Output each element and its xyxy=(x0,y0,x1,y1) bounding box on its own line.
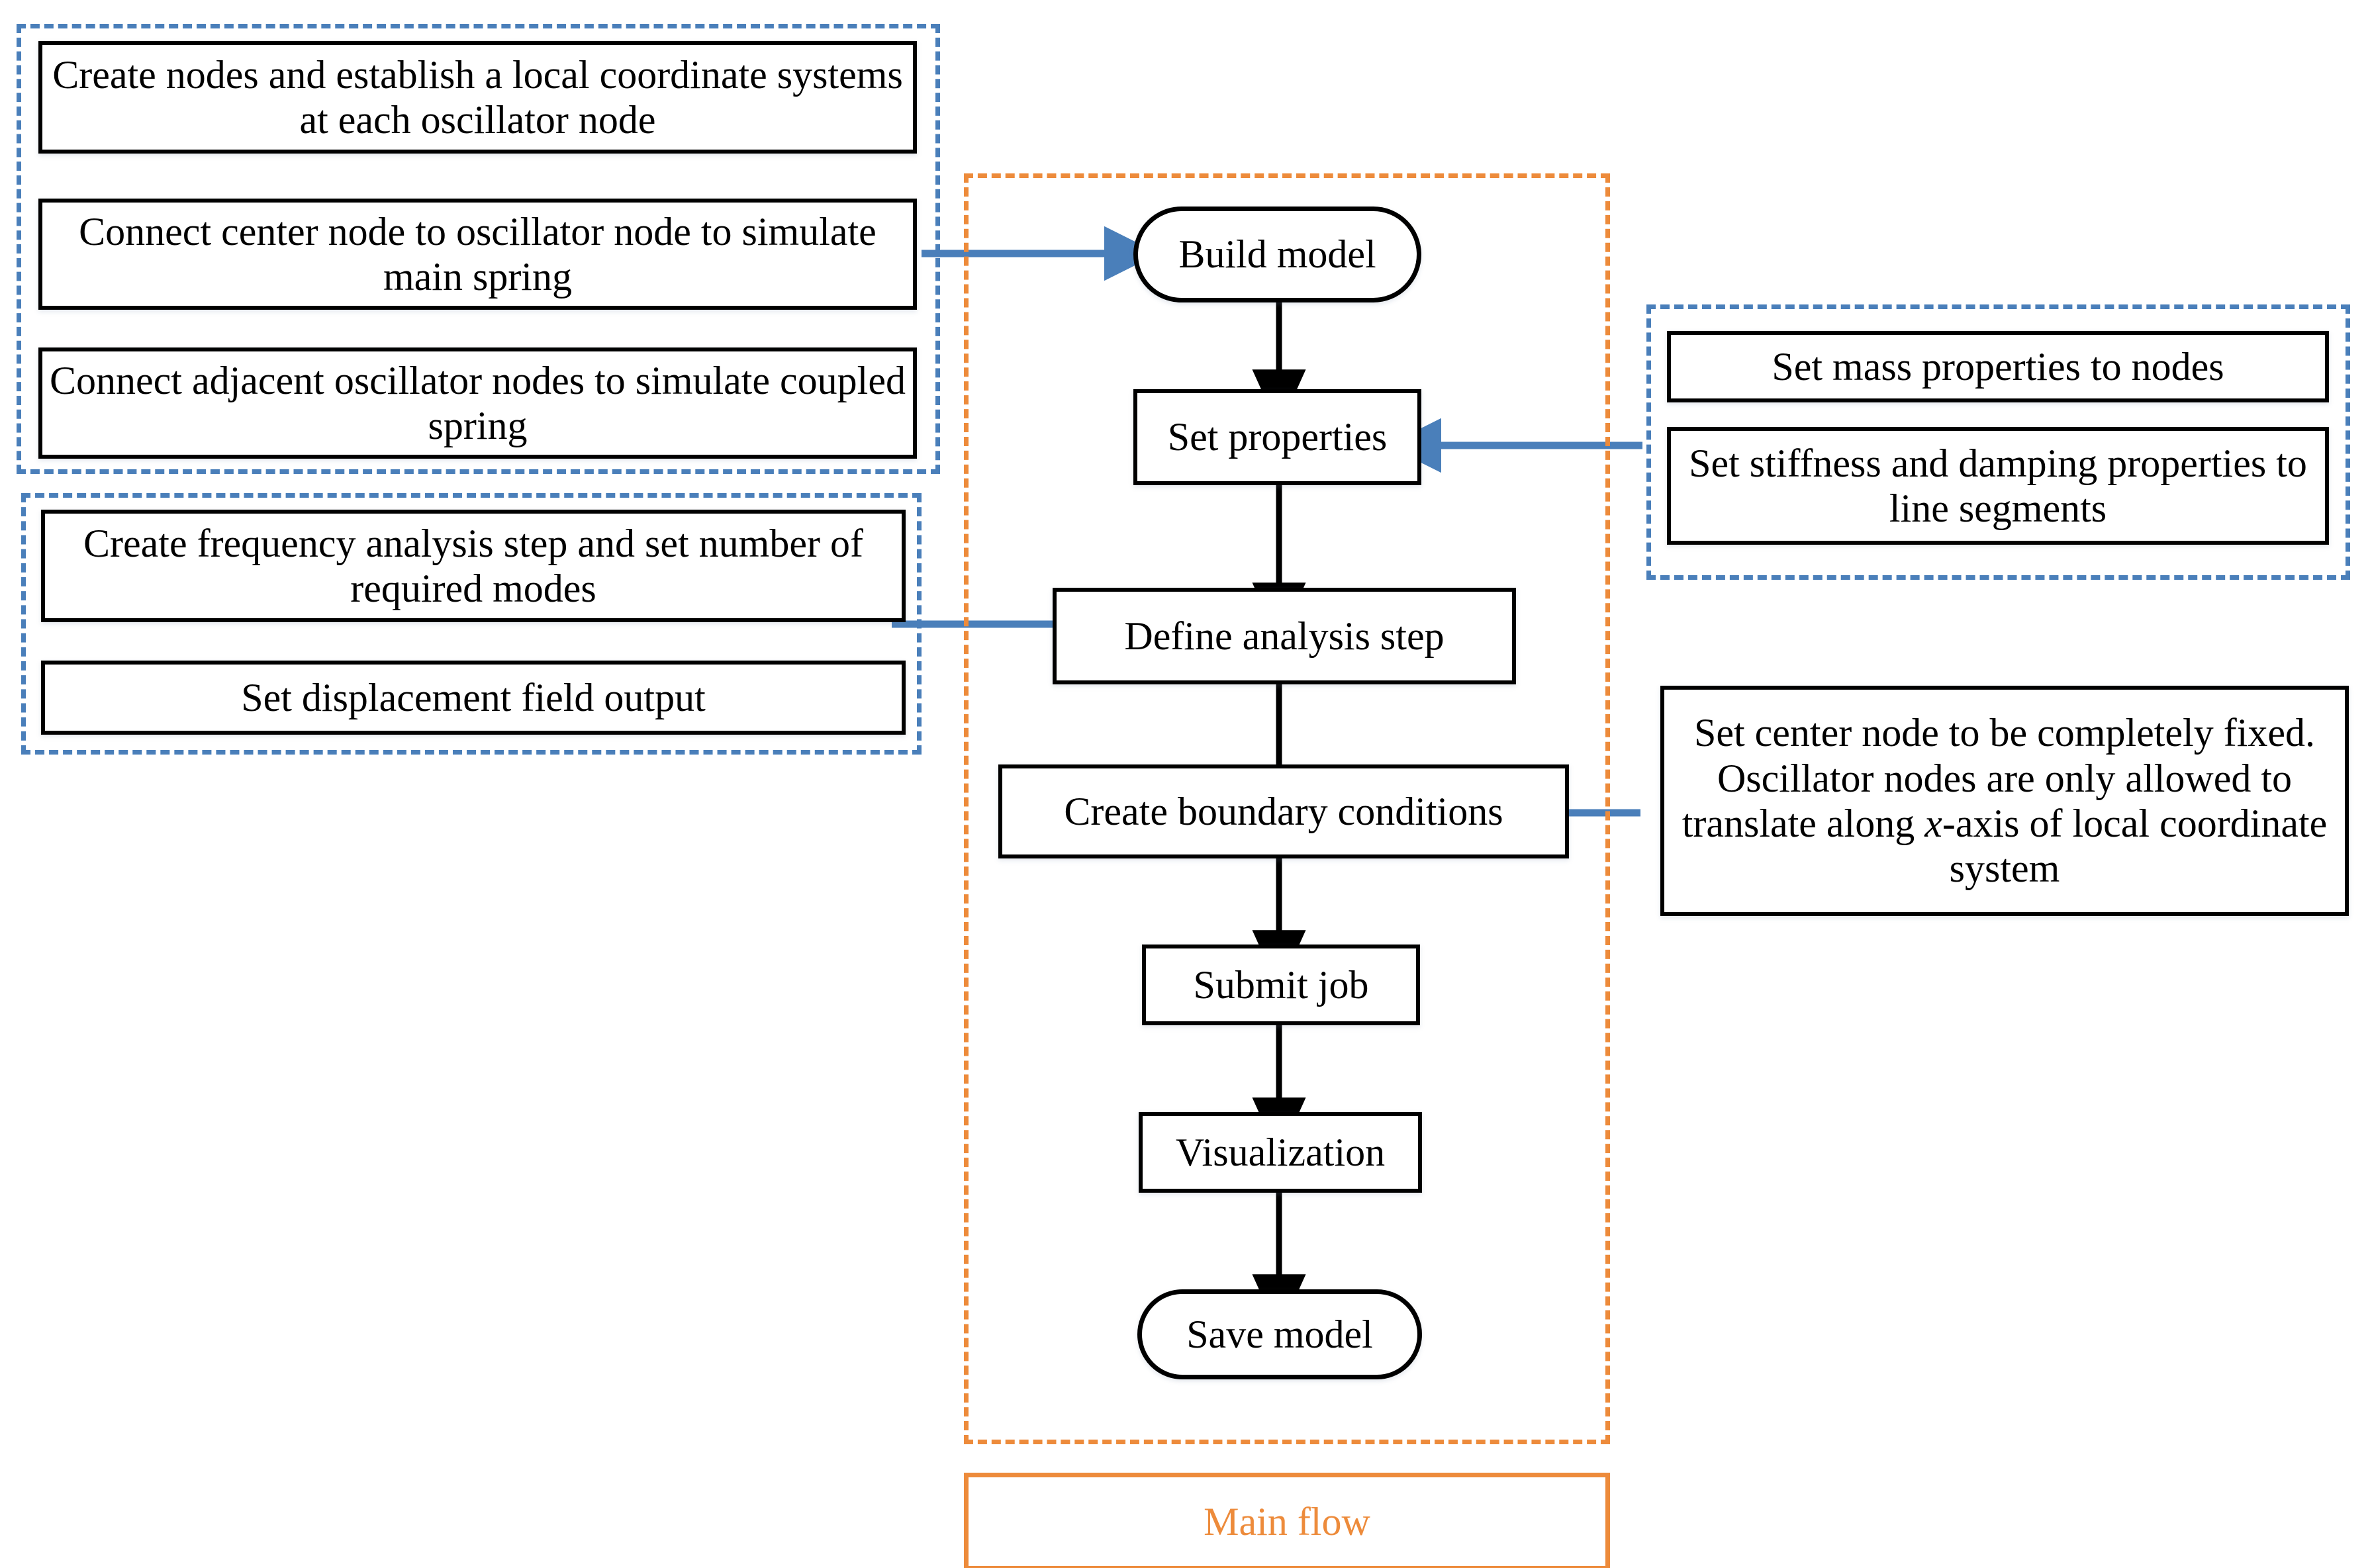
main-flow-container xyxy=(964,173,1610,1444)
right-properties-item-0-label: Set mass properties to nodes xyxy=(1772,344,2224,389)
node-define-analysis-step[interactable]: Define analysis step xyxy=(1053,588,1516,684)
left-group-analysis-step xyxy=(21,493,922,755)
node-build-model-label: Build model xyxy=(1178,232,1376,276)
main-flow-legend: Main flow xyxy=(964,1473,1610,1568)
right-note-part2: -axis of local coordinate system xyxy=(1942,802,2328,891)
node-visualization[interactable]: Visualization xyxy=(1139,1112,1422,1193)
node-submit-job-label: Submit job xyxy=(1193,962,1369,1007)
node-visualization-label: Visualization xyxy=(1175,1130,1386,1174)
node-build-model[interactable]: Build model xyxy=(1133,207,1421,302)
left-build-item-2-label: Connect adjacent oscillator nodes to sim… xyxy=(50,358,906,447)
node-save-model-label: Save model xyxy=(1186,1312,1373,1356)
right-note-part1: Set center node to be completely fixed. … xyxy=(1682,711,2315,845)
right-note-boundary-conditions: Set center node to be completely fixed. … xyxy=(1660,686,2349,916)
right-note-italic-x: x xyxy=(1924,802,1942,845)
node-create-boundary-conditions[interactable]: Create boundary conditions xyxy=(998,764,1569,858)
node-define-analysis-step-label: Define analysis step xyxy=(1124,614,1445,658)
left-build-item-0-label: Create nodes and establish a local coord… xyxy=(52,52,903,142)
main-flow-legend-label: Main flow xyxy=(1204,1499,1370,1544)
node-create-boundary-conditions-label: Create boundary conditions xyxy=(1064,789,1503,833)
right-properties-item-1-label: Set stiffness and damping properties to … xyxy=(1689,441,2307,530)
node-submit-job[interactable]: Submit job xyxy=(1142,945,1420,1025)
left-step-item-0-label: Create frequency analysis step and set n… xyxy=(83,521,863,610)
node-save-model[interactable]: Save model xyxy=(1137,1289,1422,1379)
left-build-item-0: Create nodes and establish a local coord… xyxy=(38,41,917,154)
node-set-properties-label: Set properties xyxy=(1167,415,1388,459)
right-properties-item-0: Set mass properties to nodes xyxy=(1667,331,2329,402)
left-build-item-2: Connect adjacent oscillator nodes to sim… xyxy=(38,347,917,459)
right-properties-item-1: Set stiffness and damping properties to … xyxy=(1667,427,2329,545)
left-build-item-1: Connect center node to oscillator node t… xyxy=(38,199,917,310)
right-note-boundary-text: Set center node to be completely fixed. … xyxy=(1671,710,2338,892)
left-step-item-0: Create frequency analysis step and set n… xyxy=(41,510,906,622)
right-group-properties xyxy=(1646,304,2350,580)
node-set-properties[interactable]: Set properties xyxy=(1133,389,1421,485)
left-step-item-1-label: Set displacement field output xyxy=(241,675,706,719)
left-group-build-model xyxy=(17,24,940,474)
left-build-item-1-label: Connect center node to oscillator node t… xyxy=(79,209,877,299)
left-step-item-1: Set displacement field output xyxy=(41,661,906,735)
